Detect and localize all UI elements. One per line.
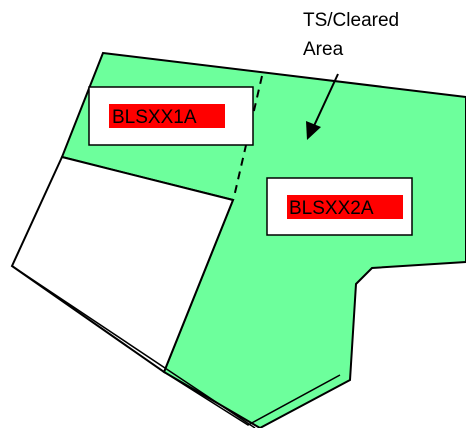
label-text: BLSXX1A (112, 107, 197, 128)
block-label-blsxx1a: BLSXX1A (88, 86, 254, 146)
label-text: BLSXX2A (289, 198, 374, 219)
label-highlight (109, 104, 225, 128)
annotation-line-2: Area (303, 39, 344, 60)
label-highlight (287, 195, 403, 219)
annotation-line-1: TS/Cleared (303, 10, 399, 31)
block-label-blsxx2a: BLSXX2A (266, 177, 413, 236)
annotation-arrow (306, 73, 339, 140)
lower-boundary-lines (11, 265, 341, 428)
